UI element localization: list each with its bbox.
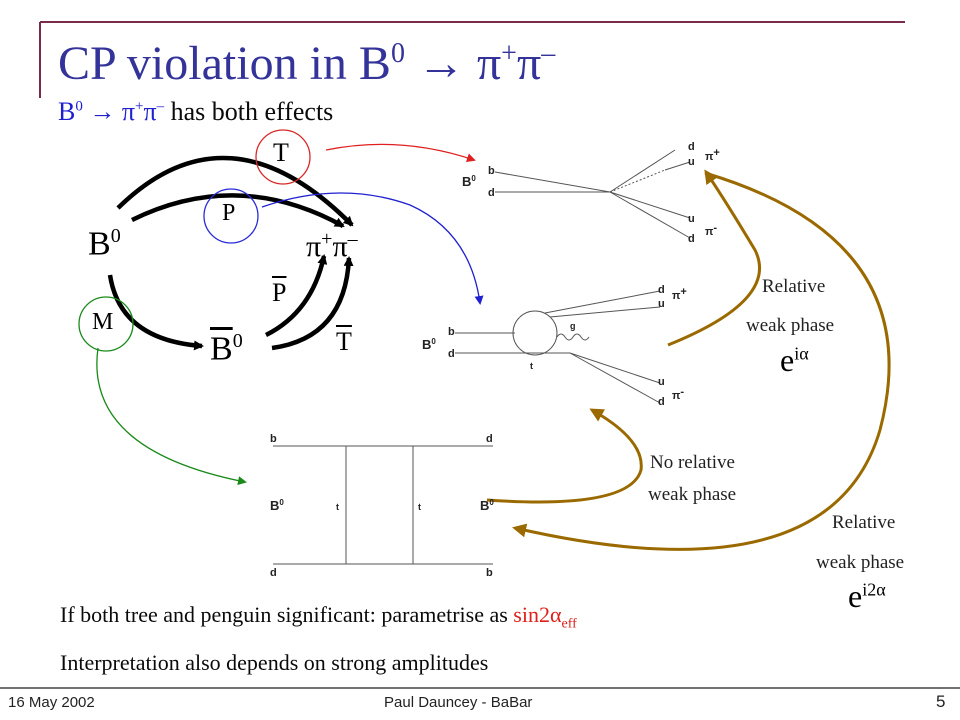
phase-e-i2-alpha: ei2α	[848, 578, 886, 614]
footer-date: 16 May 2002	[8, 694, 95, 711]
penguin-feynman-diagram: d u b d B0 t g u d π+ π-	[422, 285, 687, 408]
tree-pi-plus: π+	[705, 147, 720, 163]
blue-connector	[261, 192, 484, 305]
bottom-line-2: Interpretation also depends on strong am…	[60, 650, 489, 675]
tree-feynman-diagram: d u b d B0 u d π+ π-	[462, 141, 720, 245]
label-penguin: P	[222, 200, 236, 226]
brown-arrow-no-phase	[486, 408, 643, 504]
tree-quark-u2: u	[688, 213, 695, 225]
label-pbar: P	[272, 278, 287, 307]
pbar-arrow	[264, 254, 328, 338]
penguin-quark-d: d	[658, 285, 665, 296]
penguin-circle	[203, 188, 259, 244]
page-title: CP violation in B0 → π+π–	[58, 37, 556, 90]
tree-circle	[255, 129, 311, 185]
box-quark-b-top: b	[270, 433, 277, 445]
footer-author: Paul Dauncey - BaBar	[384, 694, 533, 711]
bottom-line-1: If both tree and penguin significant: pa…	[60, 602, 577, 632]
subtitle: B0 → π+π– has both effects	[58, 97, 334, 126]
box-b0bar: B0	[480, 498, 494, 513]
tree-b0: B0	[462, 174, 476, 189]
tree-quark-u: u	[688, 156, 695, 168]
penguin-top-quark: t	[530, 361, 533, 371]
box-quark-d-bot: d	[270, 567, 277, 578]
mixing-circle	[78, 296, 134, 352]
note-no-relative: No relative	[650, 452, 735, 473]
box-top-2: t	[418, 502, 421, 512]
page-number: 5	[936, 692, 946, 711]
note-weak-phase-1: weak phase	[746, 315, 835, 336]
box-b0: B0	[270, 498, 284, 513]
green-connector	[96, 347, 247, 486]
note-relative-2: Relative	[832, 512, 896, 533]
tree-quark-d3: d	[688, 233, 695, 245]
box-feynman-diagram: b d B0 t t B0 d b	[270, 433, 494, 578]
tree-quark-d: d	[688, 141, 695, 153]
penguin-gluon: g	[570, 321, 576, 331]
brown-arrow-phase-1	[667, 169, 761, 347]
box-quark-b-bot: b	[486, 567, 493, 578]
penguin-pi-minus: π-	[672, 386, 684, 402]
note-relative-1: Relative	[762, 276, 826, 297]
penguin-pi-plus: π+	[672, 286, 687, 302]
box-quark-d-top: d	[486, 433, 493, 445]
tree-quark-b: b	[488, 165, 495, 177]
label-b0bar: B0	[210, 330, 243, 368]
brown-arrow-phase-2	[512, 171, 891, 551]
tbar-arrow	[271, 256, 354, 351]
tree-pi-minus: π-	[705, 222, 717, 238]
label-tree: T	[273, 138, 289, 167]
label-tbar: T	[336, 327, 352, 356]
penguin-quark-u: u	[658, 298, 665, 310]
box-top-1: t	[336, 502, 339, 512]
penguin-quark-d2: d	[448, 348, 455, 360]
penguin-quark-d3: d	[658, 396, 665, 408]
penguin-quark-u2: u	[658, 376, 665, 388]
label-mixing: M	[92, 309, 114, 335]
penguin-quark-b: b	[448, 326, 455, 338]
penguin-b0: B0	[422, 337, 436, 352]
phase-e-i-alpha: eiα	[780, 342, 809, 378]
tree-quark-d2: d	[488, 187, 495, 199]
label-pipi: π+π–	[306, 228, 358, 263]
red-connector	[325, 143, 476, 163]
note-weak-phase-no: weak phase	[648, 484, 737, 505]
penguin-arrow	[131, 193, 345, 228]
tree-arrow	[116, 155, 354, 227]
note-weak-phase-2: weak phase	[816, 552, 905, 573]
mixing-arrow	[107, 274, 204, 351]
label-b0: B0	[88, 225, 121, 263]
